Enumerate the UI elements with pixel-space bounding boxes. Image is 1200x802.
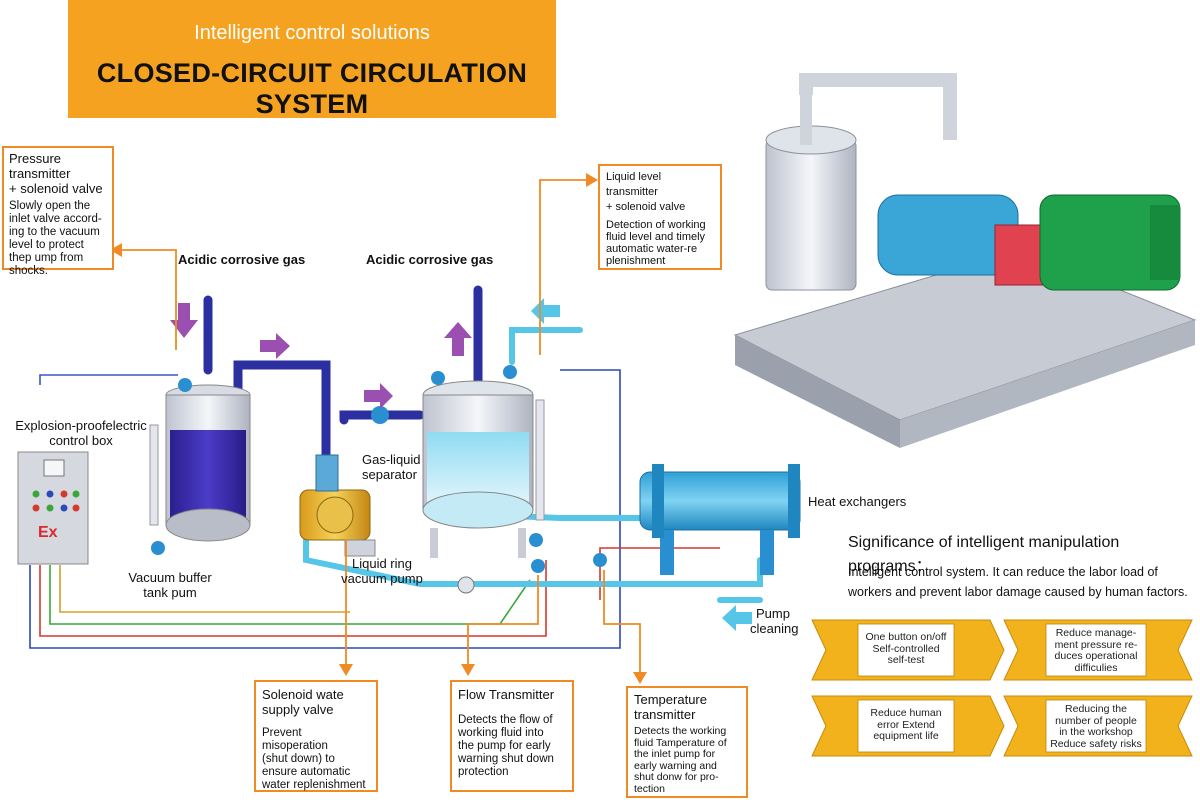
vacuum-buffer-tank <box>149 378 251 555</box>
ribbon-reduce-people: Reducing the number of people in the wor… <box>1050 703 1142 750</box>
callout-title: Temperature transmitter <box>634 692 707 722</box>
control-box <box>17 451 89 565</box>
acidic-gas-label-1: Acidic corrosive gas <box>178 252 306 267</box>
callout-description: Slowly open the inlet valve accord- ing … <box>9 200 102 277</box>
acidic-gas-label-2: Acidic corrosive gas <box>366 252 494 267</box>
ribbon-panel <box>1045 699 1147 753</box>
significance-heading: Significance of intelligent manipulation… <box>848 534 1120 575</box>
callout-leaders <box>110 173 647 684</box>
callout-description: Prevent misoperation (shut down) to ensu… <box>262 727 366 791</box>
callout-solenoid-water-valve: Solenoid wate supply valve Prevent misop… <box>254 680 378 792</box>
liquid-ring-vacuum-pump <box>299 454 376 557</box>
ribbon-reduce-error: Reduce human error Extend equipment life <box>870 707 942 742</box>
banner-title: CLOSED-CIRCUIT CIRCULATION SYSTEM <box>96 58 528 119</box>
heat-exchanger-label: Heat exchangers <box>808 494 907 509</box>
pump-label: Liquid ring vacuum pump <box>341 556 423 586</box>
callout-temperature-transmitter: Temperature transmitter Detects the work… <box>626 686 748 798</box>
instrument-sensors <box>457 553 607 594</box>
callout-title: Solenoid wate supply valve <box>262 687 344 717</box>
callout-title: Liquid level transmitter + solenoid valv… <box>606 171 686 213</box>
control-wiring <box>29 369 720 649</box>
significance-body: Intelligent control system. It can reduc… <box>848 565 1188 599</box>
callout-flow-transmitter: Flow Transmitter Detects the flow of wor… <box>450 680 574 792</box>
vacuum-unit-illustration <box>733 73 1197 448</box>
flow-arrows <box>170 298 752 631</box>
callout-description: Detects the working fluid Tamperature of… <box>634 725 727 795</box>
ribbon-one-button: One button on/off Self-controlled self-t… <box>865 631 947 666</box>
gas-pipes <box>203 285 483 460</box>
ribbon-panel <box>1045 623 1147 677</box>
control-box-label: Explosion-proofelectric control box <box>15 418 147 448</box>
gas-liquid-separator <box>371 365 545 558</box>
banner-subtitle: Intelligent control solutions <box>194 22 430 44</box>
separator-label: Gas-liquid separator <box>362 452 421 482</box>
callout-liquid-level-transmitter: Liquid level transmitter + solenoid valv… <box>598 164 722 270</box>
callout-description: Detects the flow of working fluid into t… <box>458 714 554 778</box>
callout-description: Detection of working fluid level and tim… <box>606 219 706 267</box>
callout-pressure-transmitter: Pressure transmitter + solenoid valve Sl… <box>2 146 114 277</box>
ex-marking: Ex <box>38 524 58 541</box>
ribbon-panel <box>857 623 955 677</box>
ribbon-panel <box>857 699 955 753</box>
title-banner: Intelligent control solutions CLOSED-CIR… <box>68 0 556 119</box>
ribbon-reduce-management: Reduce manage- ment pressure re- duces o… <box>1054 627 1138 674</box>
pump-cleaning-label: Pump cleaning <box>750 606 799 636</box>
callout-title: Flow Transmitter <box>458 687 555 702</box>
buffer-tank-label: Vacuum buffer tank pum <box>128 570 212 600</box>
callout-title: Pressure transmitter + solenoid valve <box>9 151 103 196</box>
heat-exchanger <box>639 464 801 575</box>
